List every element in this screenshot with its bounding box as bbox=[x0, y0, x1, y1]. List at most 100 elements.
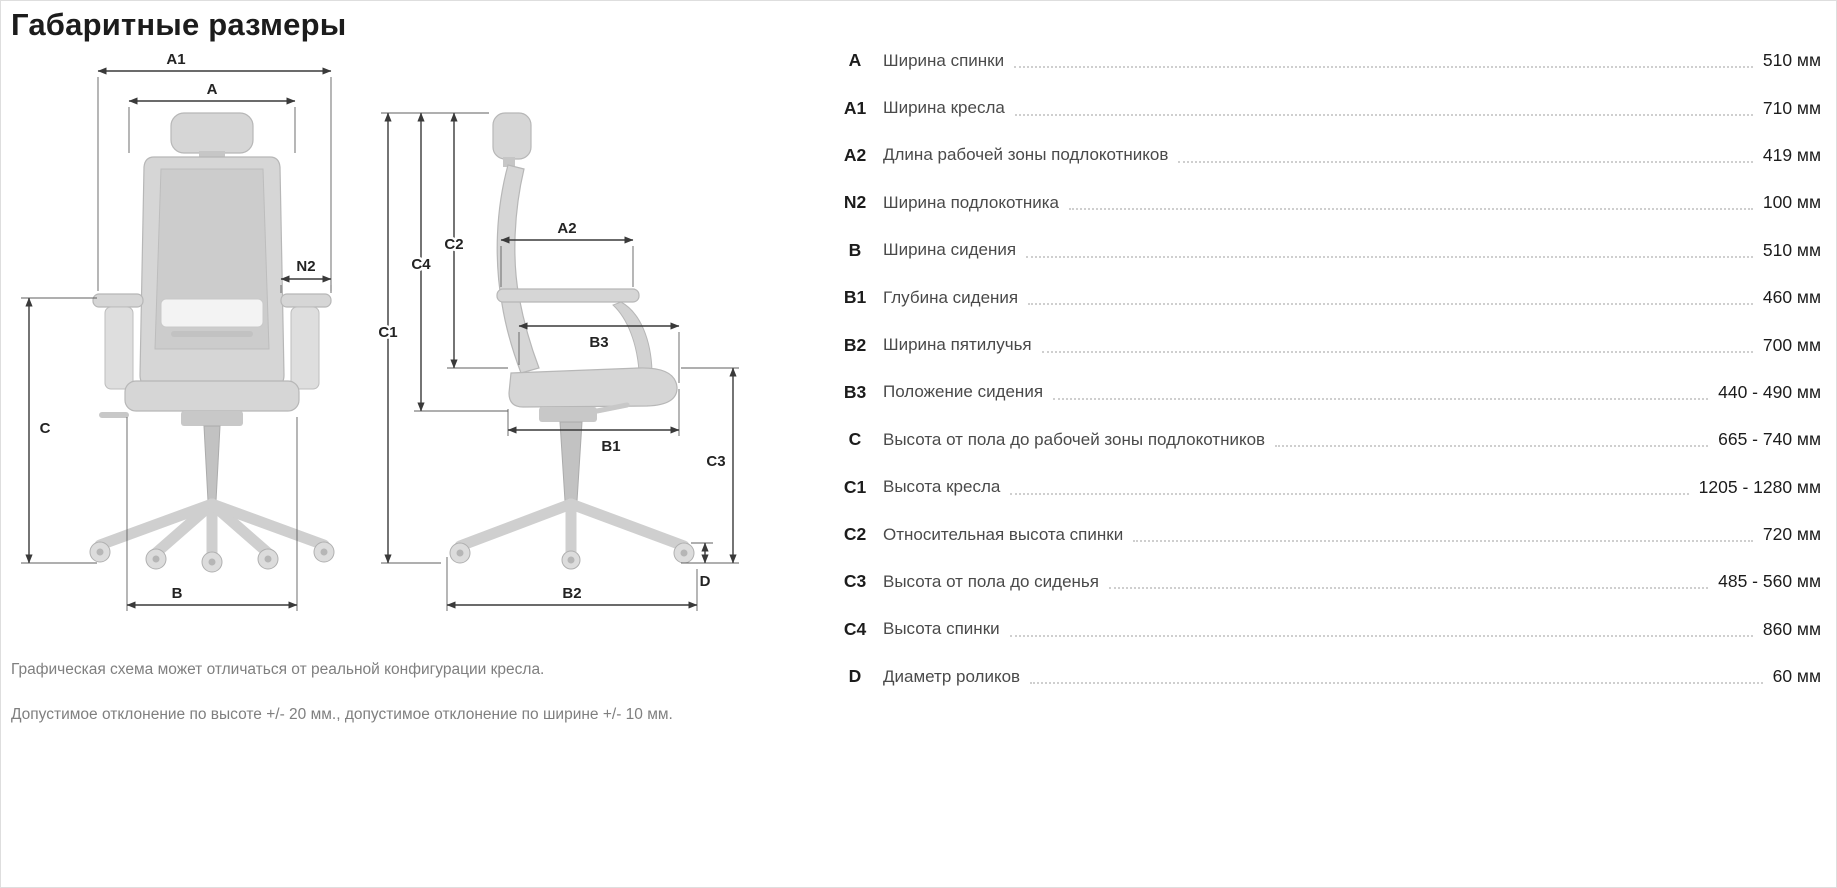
dim-label-n2: N2 bbox=[296, 258, 315, 275]
dotted-leader bbox=[1014, 101, 1753, 116]
page-title: Габаритные размеры bbox=[11, 7, 347, 42]
dotted-leader bbox=[1133, 527, 1753, 543]
dim-label-c3: C3 bbox=[706, 453, 725, 470]
spec-label: Высота от пола до сиденья bbox=[883, 571, 1099, 591]
dim-label-c4: C4 bbox=[411, 256, 431, 273]
spec-code: A2 bbox=[843, 144, 867, 165]
dim-d: D bbox=[691, 542, 713, 593]
spec-row: C2 Относительная высота спинки 720 мм bbox=[836, 511, 1821, 558]
spec-row: A Ширина спинки 510 мм bbox=[836, 37, 1821, 84]
dim-label-b2: B2 bbox=[562, 585, 581, 602]
note-tolerance: Допустимое отклонение по высоте +/- 20 м… bbox=[11, 706, 673, 724]
dim-a2: A2 bbox=[500, 218, 634, 287]
spec-value: 710 мм bbox=[1762, 97, 1821, 118]
spec-row: B Ширина сидения 510 мм bbox=[836, 227, 1821, 274]
spec-value: 60 мм bbox=[1772, 666, 1821, 687]
spec-row: C Высота от пола до рабочей зоны подлоко… bbox=[836, 416, 1821, 463]
dotted-leader bbox=[1041, 338, 1753, 353]
dim-c3: C3 bbox=[681, 367, 739, 564]
dim-label-c2: C2 bbox=[444, 236, 463, 253]
spec-code: D bbox=[848, 666, 862, 687]
dim-c2: C2 bbox=[442, 112, 508, 369]
dim-label-a: A bbox=[207, 81, 218, 98]
dotted-leader bbox=[1069, 195, 1753, 211]
chair-dimensions-diagram: A1 A N2 C bbox=[21, 49, 739, 611]
dim-a1: A1 bbox=[97, 49, 332, 291]
dim-b2: B2 bbox=[446, 557, 698, 611]
dim-label-b3: B3 bbox=[589, 334, 608, 351]
dim-label-a1: A1 bbox=[166, 51, 185, 68]
dim-label-c: C bbox=[40, 420, 51, 437]
spec-row: A2 Длина рабочей зоны подлокотников 419 … bbox=[836, 132, 1821, 179]
spec-label: Диаметр роликов bbox=[883, 666, 1021, 686]
spec-code: B2 bbox=[843, 334, 867, 355]
dim-b1: B1 bbox=[507, 389, 680, 458]
dim-label-a2: A2 bbox=[557, 220, 576, 237]
spec-value: 419 мм bbox=[1762, 144, 1821, 165]
spec-row: C1 Высота кресла 1205 - 1280 мм bbox=[836, 464, 1821, 511]
spec-value: 440 - 490 мм bbox=[1718, 381, 1821, 402]
spec-value: 700 мм bbox=[1762, 334, 1821, 355]
dotted-leader bbox=[1275, 432, 1709, 448]
spec-label: Ширина спинки bbox=[883, 50, 1005, 70]
dotted-leader bbox=[1178, 148, 1753, 163]
dim-label-d: D bbox=[700, 573, 711, 590]
spec-code: A1 bbox=[843, 97, 867, 118]
spec-row: C3 Высота от пола до сиденья 485 - 560 м… bbox=[836, 558, 1821, 605]
dim-label-b1: B1 bbox=[601, 438, 620, 455]
dotted-leader bbox=[1026, 243, 1753, 258]
spec-code: B3 bbox=[843, 381, 867, 402]
spec-label: Ширина сидения bbox=[883, 240, 1017, 260]
specs-list: A Ширина спинки 510 мм A1 Ширина кресла … bbox=[836, 37, 1821, 700]
spec-label: Положение сидения bbox=[883, 382, 1044, 402]
chair-front-view bbox=[89, 112, 335, 573]
spec-row: N2 Ширина подлокотника 100 мм bbox=[836, 179, 1821, 226]
spec-code: B1 bbox=[843, 287, 867, 308]
spec-label: Высота от пола до рабочей зоны подлокотн… bbox=[883, 429, 1266, 449]
spec-label: Ширина кресла bbox=[883, 98, 1005, 118]
spec-code: B bbox=[848, 239, 862, 260]
spec-label: Ширина подлокотника bbox=[883, 192, 1060, 212]
spec-value: 860 мм bbox=[1762, 618, 1821, 639]
spec-value: 460 мм bbox=[1762, 287, 1821, 308]
spec-row: A1 Ширина кресла 710 мм bbox=[836, 84, 1821, 131]
dim-c1: C1 bbox=[376, 112, 489, 564]
dim-n2: N2 bbox=[280, 256, 332, 293]
spec-code: C bbox=[848, 429, 862, 450]
spec-value: 100 мм bbox=[1762, 192, 1821, 213]
spec-label: Ширина пятилучья bbox=[883, 335, 1032, 355]
spec-value: 510 мм bbox=[1762, 50, 1821, 71]
spec-row: B2 Ширина пятилучья 700 мм bbox=[836, 321, 1821, 368]
spec-row: C4 Высота спинки 860 мм bbox=[836, 606, 1821, 653]
dotted-leader bbox=[1030, 669, 1763, 685]
spec-row: B3 Положение сидения 440 - 490 мм bbox=[836, 369, 1821, 416]
spec-value: 665 - 740 мм bbox=[1718, 429, 1821, 450]
spec-value: 510 мм bbox=[1762, 239, 1821, 260]
spec-code: A bbox=[848, 50, 862, 71]
dim-label-b: B bbox=[172, 585, 183, 602]
dotted-leader bbox=[1010, 480, 1689, 495]
dim-c: C bbox=[21, 297, 97, 564]
dim-a: A bbox=[128, 79, 296, 153]
spec-label: Высота спинки bbox=[883, 619, 1000, 639]
spec-value: 1205 - 1280 мм bbox=[1698, 476, 1821, 497]
spec-label: Относительная высота спинки bbox=[883, 524, 1124, 544]
spec-code: C4 bbox=[843, 618, 867, 639]
dotted-leader bbox=[1028, 290, 1753, 306]
notes: Графическая схема может отличаться от ре… bbox=[11, 658, 711, 733]
dotted-leader bbox=[1014, 53, 1753, 69]
dotted-leader bbox=[1009, 622, 1753, 637]
diagram-pane: Габаритные размеры bbox=[11, 7, 811, 733]
spec-row: B1 Глубина сидения 460 мм bbox=[836, 274, 1821, 321]
spec-value: 485 - 560 мм bbox=[1718, 571, 1821, 592]
spec-code: C1 bbox=[843, 476, 867, 497]
dim-c4: C4 bbox=[409, 112, 508, 412]
dotted-leader bbox=[1053, 385, 1709, 400]
spec-label: Длина рабочей зоны подлокотников bbox=[883, 145, 1169, 165]
spec-code: N2 bbox=[843, 192, 867, 213]
spec-label: Глубина сидения bbox=[883, 287, 1019, 307]
dotted-leader bbox=[1109, 574, 1709, 590]
spec-label: Высота кресла bbox=[883, 477, 1001, 497]
spec-code: C3 bbox=[843, 571, 867, 592]
